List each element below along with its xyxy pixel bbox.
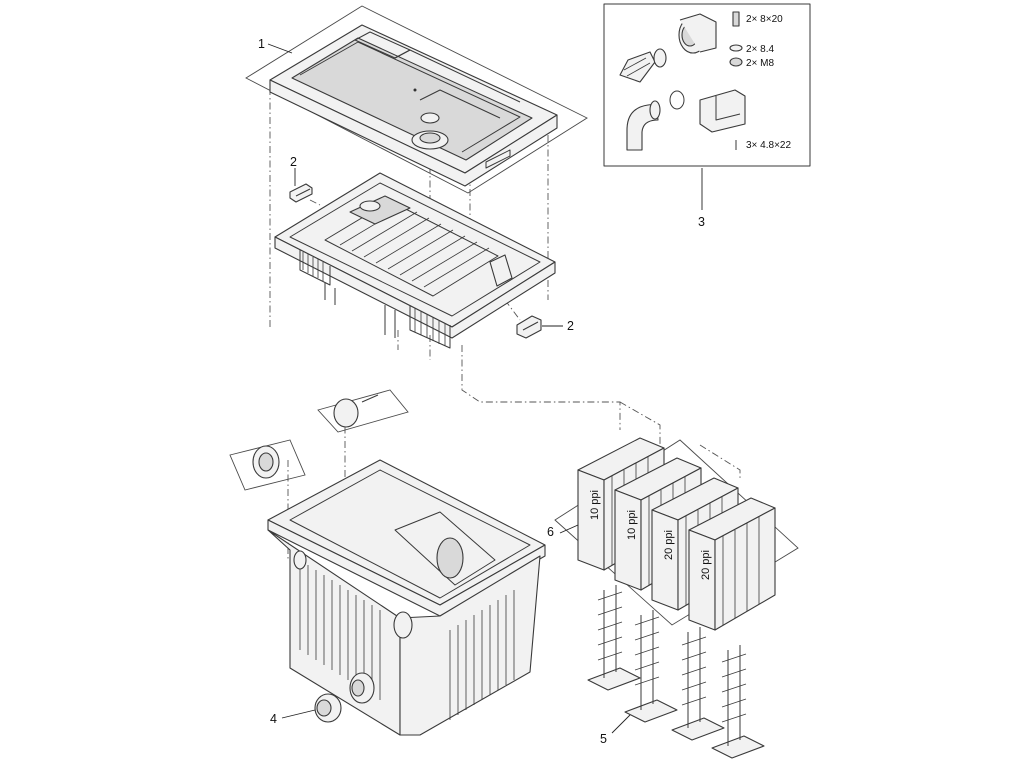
inlet-fittings — [229, 389, 409, 491]
sponge-holders — [587, 585, 765, 759]
callout-1: 1 — [258, 37, 265, 51]
sponge-4-label: 20 ppi — [700, 550, 712, 580]
leader-lines — [267, 43, 703, 734]
kit-nut-label: 2× M8 — [746, 58, 775, 69]
sponge-4 — [688, 497, 776, 631]
upper-tray — [274, 172, 556, 349]
clip-right — [516, 315, 542, 339]
sponge-3-label: 20 ppi — [663, 530, 675, 560]
callout-3: 3 — [698, 215, 705, 229]
kit-small-screw-label: 3× 4.8×22 — [746, 140, 791, 151]
kit-washer-label: 2× 8.4 — [746, 44, 775, 55]
callout-labels: 1 2 2 3 4 5 6 — [258, 37, 705, 746]
filter-box — [267, 459, 546, 736]
foam-sponges — [554, 437, 799, 631]
kit-labels: 2× 8×20 2× 8.4 2× M8 3× 4.8×22 — [746, 14, 791, 151]
cap — [314, 693, 342, 723]
sponge-labels: 10 ppi 10 ppi 20 ppi 20 ppi — [589, 490, 712, 580]
callout-2-right: 2 — [567, 319, 574, 333]
lid — [245, 5, 588, 194]
callout-4: 4 — [270, 712, 277, 726]
clip-left — [289, 183, 313, 203]
sponge-2-label: 10 ppi — [626, 510, 638, 540]
callout-2-left: 2 — [290, 155, 297, 169]
callout-6: 6 — [547, 525, 554, 539]
kit-screw-label: 2× 8×20 — [746, 14, 783, 25]
fittings-kit — [603, 3, 811, 167]
callout-5: 5 — [600, 732, 607, 746]
sponge-1-label: 10 ppi — [589, 490, 601, 520]
